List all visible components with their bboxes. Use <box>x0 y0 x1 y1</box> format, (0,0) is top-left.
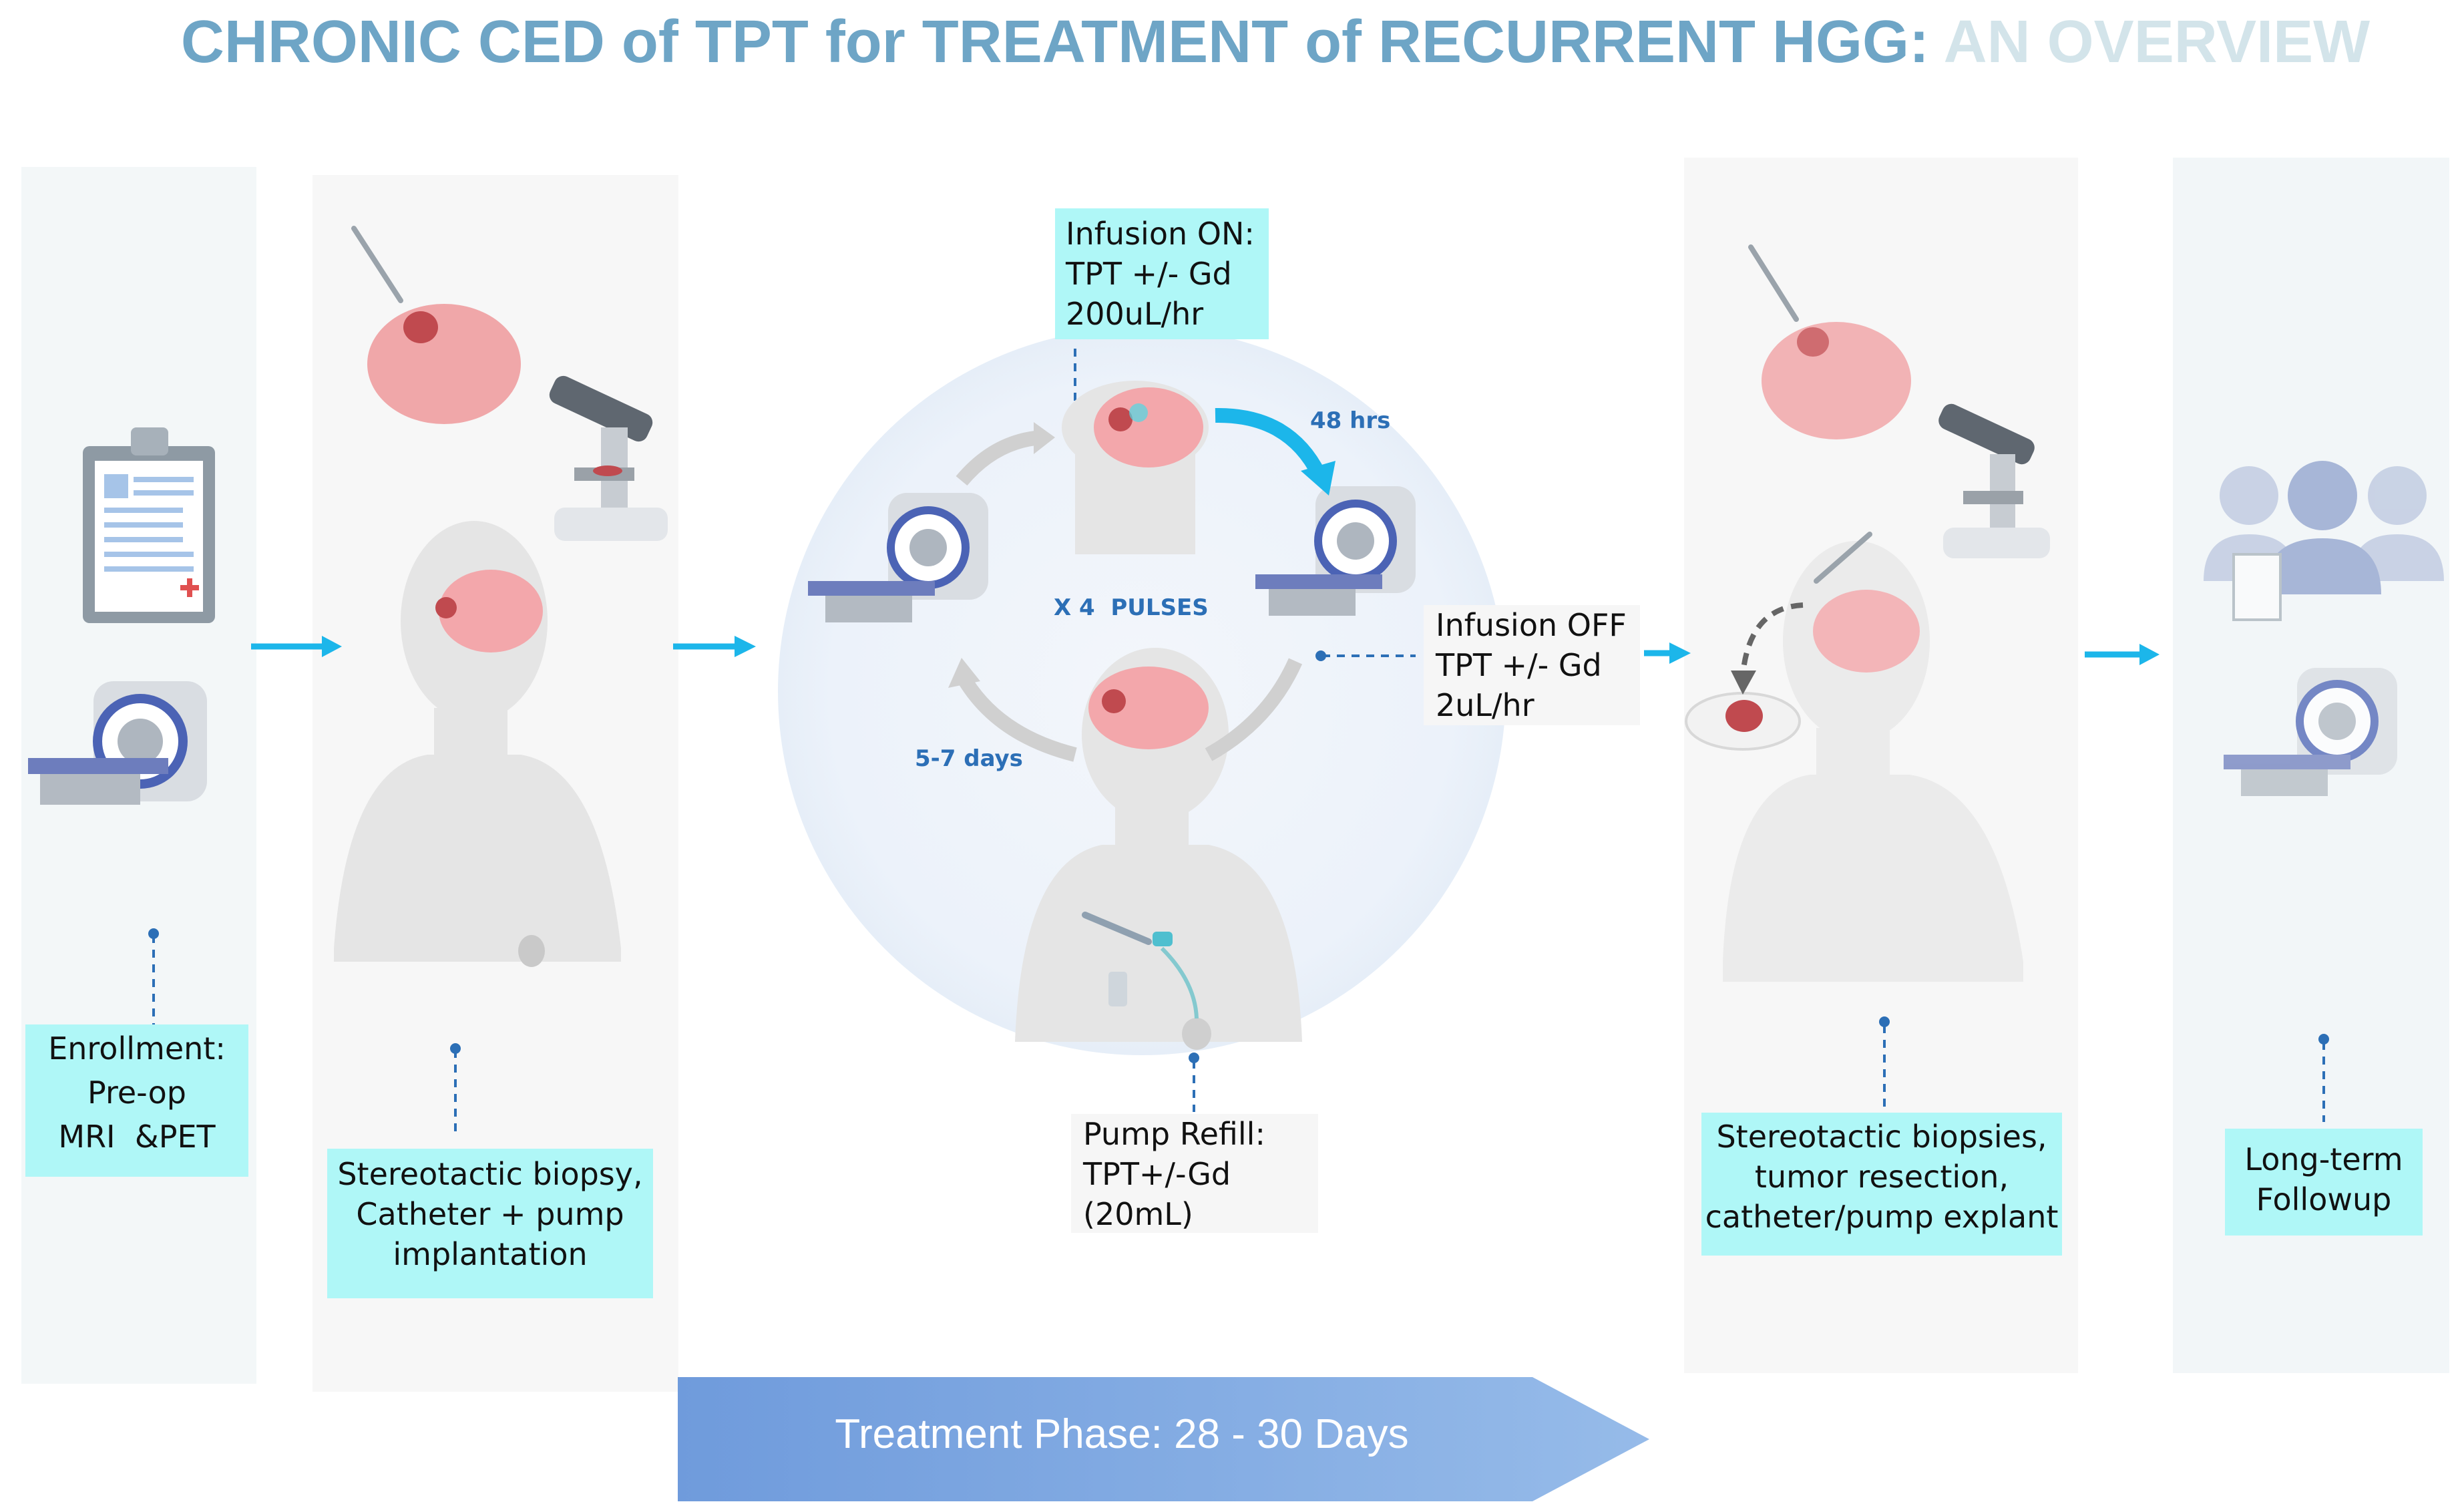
resection-arrow <box>1740 602 1804 675</box>
vial-icon <box>1108 972 1127 1006</box>
connectors <box>148 349 2329 1135</box>
pump-icon <box>518 935 545 967</box>
clipboard-icon <box>83 427 215 623</box>
cycle-arrow-5-7days <box>955 671 1077 762</box>
microscope-icon <box>1938 403 2050 558</box>
implant-line-2: Catheter + pump <box>356 1196 624 1232</box>
syringe-icon <box>1082 912 1152 945</box>
enrollment-line-2: Pre-op <box>87 1075 186 1111</box>
pump-refill-line-3: (20mL) <box>1083 1196 1193 1232</box>
mri-scanner-icon <box>2224 668 2397 796</box>
mri-scanner-icon <box>808 493 988 622</box>
implant-line-3: implantation <box>393 1236 588 1272</box>
infusion-off-line-1: Infusion OFF <box>1436 607 1627 643</box>
title-main: CHRONIC CED of TPT for TREATMENT of RECU… <box>180 9 1930 75</box>
brain-icon <box>1762 322 1911 439</box>
group-people-icon <box>2204 461 2444 621</box>
brain-icon <box>1094 387 1203 467</box>
mri-scanner-icon <box>28 681 207 805</box>
flow-arrow-4 <box>2085 644 2160 665</box>
enrollment-line-3: MRI &PET <box>58 1119 216 1155</box>
infusion-on-line-2: TPT +/- Gd <box>1066 256 1232 292</box>
brain-icon <box>1088 667 1209 749</box>
page-title: CHRONIC CED of TPT for TREATMENT of RECU… <box>0 8 2464 77</box>
flow-arrow-1 <box>251 636 342 657</box>
phase-banner-shape <box>678 1377 1649 1501</box>
mri-scanner-icon <box>1255 486 1416 616</box>
petri-dish-icon <box>1685 692 1801 751</box>
infusion-off-line-2: TPT +/- Gd <box>1436 647 1602 683</box>
syringe-icon <box>351 226 1872 584</box>
infusion-on-label: Infusion ON: TPT +/- Gd 200uL/hr <box>1055 208 1269 339</box>
explant-line-2: tumor resection, <box>1754 1159 2009 1195</box>
phase-banner-text: Treatment Phase: 28 - 30 Days <box>835 1411 1409 1457</box>
cycle-arrow-48hrs <box>1215 407 1325 478</box>
cycle-on-duration: 48 hrs <box>1310 407 1391 434</box>
pump-refill-label: Pump Refill: TPT+/-Gd (20mL) <box>1071 1114 1318 1233</box>
implant-line-1: Stereotactic biopsy, <box>337 1156 643 1192</box>
pump-refill-line-2: TPT+/-Gd <box>1083 1156 1231 1192</box>
infusion-on-line-1: Infusion ON: <box>1066 216 1255 252</box>
brain-icon <box>1813 590 1920 673</box>
followup-line-1: Long-term <box>2244 1141 2403 1177</box>
infusion-on-line-3: 200uL/hr <box>1066 296 1204 332</box>
flow-arrow-2 <box>673 636 756 657</box>
cycle-off-duration: 5-7 days <box>915 745 1023 772</box>
pump-icon <box>1182 1018 1211 1050</box>
followup-label: Long-term Followup <box>2225 1129 2423 1236</box>
pump-port-icon <box>1153 932 1173 946</box>
brain-icon <box>367 304 521 424</box>
implant-label: Stereotactic biopsy, Catheter + pump imp… <box>327 1149 653 1298</box>
explant-label: Stereotactic biopsies, tumor resection, … <box>1701 1113 2062 1256</box>
explant-line-3: catheter/pump explant <box>1705 1199 2059 1235</box>
cycle-arrow-to-on <box>956 430 1042 486</box>
followup-line-2: Followup <box>2256 1181 2392 1217</box>
brain-icon <box>435 570 543 652</box>
explant-line-1: Stereotactic biopsies, <box>1716 1119 2047 1155</box>
cycle-pulses: X 4 PULSES <box>1054 594 1209 621</box>
enrollment-line-1: Enrollment: <box>48 1030 226 1067</box>
infusion-off-label: Infusion OFF TPT +/- Gd 2uL/hr <box>1424 605 1640 725</box>
enrollment-label: Enrollment: Pre-op MRI &PET <box>25 1024 248 1177</box>
cycle-arrow-off <box>1205 658 1303 761</box>
infusion-off-line-3: 2uL/hr <box>1436 687 1534 723</box>
microscope-icon <box>549 375 668 541</box>
title-faded: AN OVERVIEW <box>1929 9 2371 75</box>
flow-arrow-3 <box>1644 642 1691 664</box>
pump-refill-line-1: Pump Refill: <box>1083 1116 1265 1152</box>
